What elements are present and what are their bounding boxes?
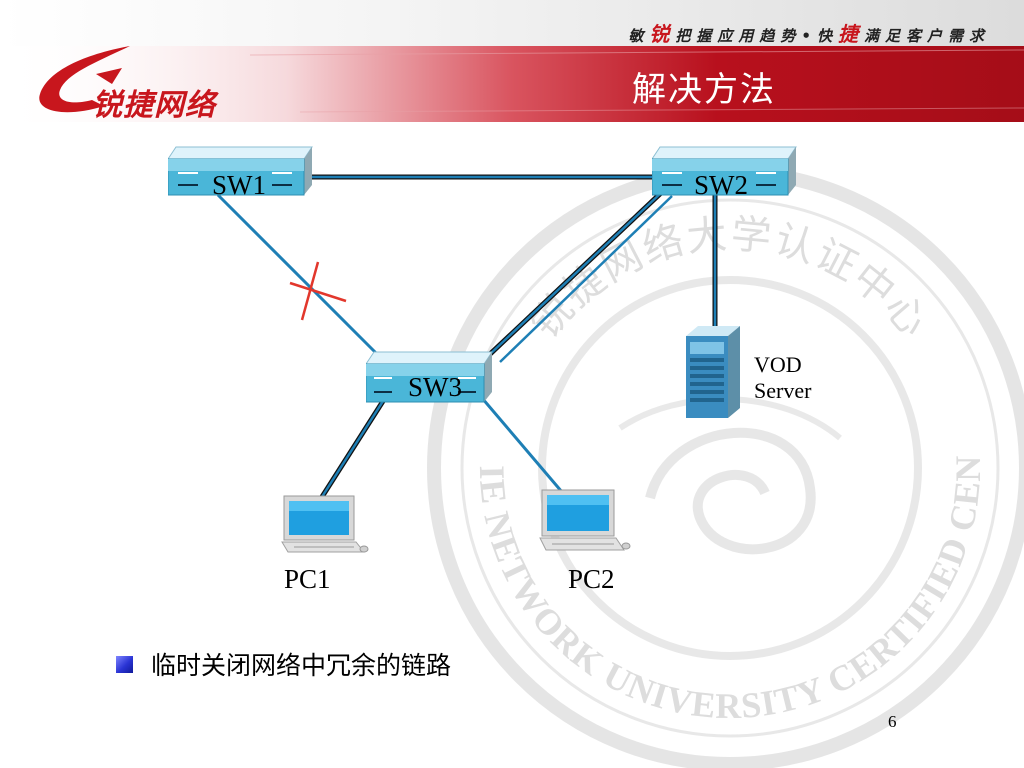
- header-band: [0, 0, 1024, 122]
- bullet-text: 临时关闭网络中冗余的链路: [151, 651, 452, 680]
- bullet-square-icon: [116, 655, 133, 673]
- certification-seal-watermark: 锐捷网络大学认证中心 RUIJIE NETWORK UNIVERSITY CER…: [420, 168, 1024, 768]
- logo-text: 锐捷网络: [92, 88, 216, 123]
- node-label-server: VOD Server: [754, 352, 811, 404]
- link-sw3-pc1: [317, 396, 388, 502]
- page-number: 6: [888, 712, 897, 731]
- server-label-line1: VOD: [754, 352, 802, 377]
- switch-sw2-icon: [652, 146, 797, 196]
- node-label-pc2: PC2: [568, 564, 615, 594]
- link-sw2-sw3: [486, 190, 673, 363]
- link-sw1-sw3: [216, 193, 380, 357]
- link-sw3-pc2: [480, 397, 564, 493]
- page-title: 解决方法: [632, 70, 776, 110]
- slogan: 敏锐把握应用趋势•快捷满足客户需求: [628, 22, 990, 46]
- node-label-sw3: SW3: [408, 372, 462, 402]
- node-label-sw1: SW1: [212, 170, 266, 200]
- pc1-computer-icon: [281, 495, 369, 553]
- server-icon: [686, 326, 740, 418]
- node-label-sw2: SW2: [694, 170, 748, 200]
- switch-sw3-icon: [366, 351, 493, 403]
- blocked-link-x-icon: [289, 261, 347, 321]
- switch-sw1-icon: [168, 146, 313, 196]
- bullet-item: 临时关闭网络中冗余的链路: [116, 646, 451, 682]
- logo-mark-icon: [39, 46, 130, 113]
- node-label-pc1: PC1: [284, 564, 331, 594]
- pc2-computer-icon: [539, 489, 631, 551]
- server-label-line2: Server: [754, 378, 812, 403]
